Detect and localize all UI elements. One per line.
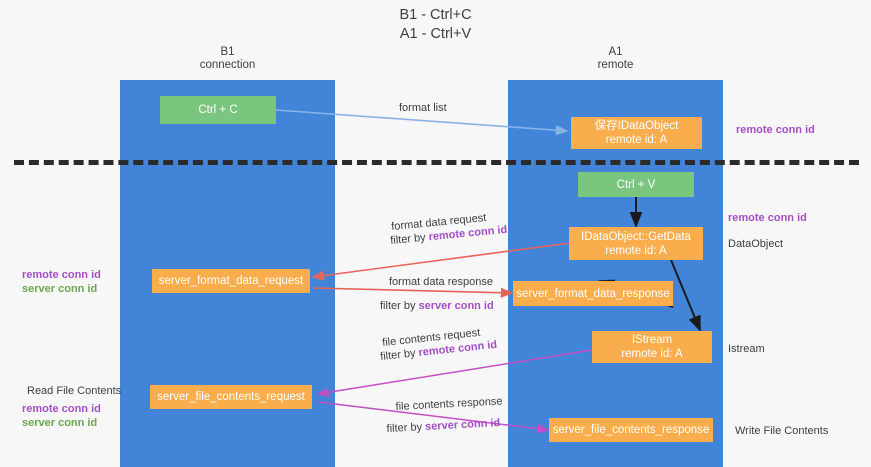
side-label-left-remote-conn-id-2: remote conn id — [22, 403, 101, 415]
node-server-file-contents-request[interactable]: server_file_contents_request — [150, 385, 312, 409]
side-label-left-remote-conn-id: remote conn id — [22, 269, 101, 281]
filter-prefix: filter by — [389, 231, 430, 248]
node-idataobject-getdata[interactable]: IDataObject::GetData remote id: A — [569, 227, 703, 260]
filter-key: server conn id — [418, 300, 494, 312]
side-label-remote-conn-id-top: remote conn id — [736, 124, 815, 136]
lane-caption-b1: B1 connection — [199, 46, 256, 71]
side-label-istream: Istream — [728, 343, 765, 355]
filter-prefix: filter by — [386, 421, 426, 436]
side-label-read-file-contents: Read File Contents — [27, 385, 122, 397]
filter-key: server conn id — [424, 417, 501, 433]
edge-label-format-data-response: format data response — [389, 276, 493, 288]
edge-label-file-contents-response-filter: filter by server conn id — [386, 416, 500, 436]
side-label-remote-conn-id-mid: remote conn id — [728, 212, 807, 224]
node-server-file-contents-response[interactable]: server_file_contents_response — [549, 418, 713, 442]
page-title: B1 - Ctrl+C A1 - Ctrl+V — [399, 7, 472, 42]
edge-label-format-data-response-filter: filter by server conn id — [380, 299, 494, 313]
node-save-idataobject[interactable]: 保存IDataObject remote id: A — [571, 117, 702, 149]
node-ctrl-c[interactable]: Ctrl + C — [160, 96, 276, 124]
filter-prefix: filter by — [379, 347, 420, 364]
side-label-left-server-conn-id-2: server conn id — [22, 417, 98, 429]
edge-label-format-list: format list — [399, 102, 447, 114]
side-label-write-file-contents: Write File Contents — [735, 425, 829, 437]
filter-prefix: filter by — [380, 300, 419, 312]
node-server-format-data-response[interactable]: server_format_data_response — [513, 281, 673, 306]
node-server-format-data-request[interactable]: server_format_data_request — [152, 269, 310, 293]
phase-separator — [14, 160, 859, 165]
lane-caption-a1: A1 remote — [597, 46, 634, 71]
side-label-left-server-conn-id: server conn id — [22, 283, 98, 295]
node-istream[interactable]: IStream remote id: A — [592, 331, 712, 363]
side-label-dataobject: DataObject — [728, 238, 784, 250]
node-ctrl-v[interactable]: Ctrl + V — [578, 172, 694, 197]
edge-label-file-contents-response: file contents response — [395, 395, 503, 414]
